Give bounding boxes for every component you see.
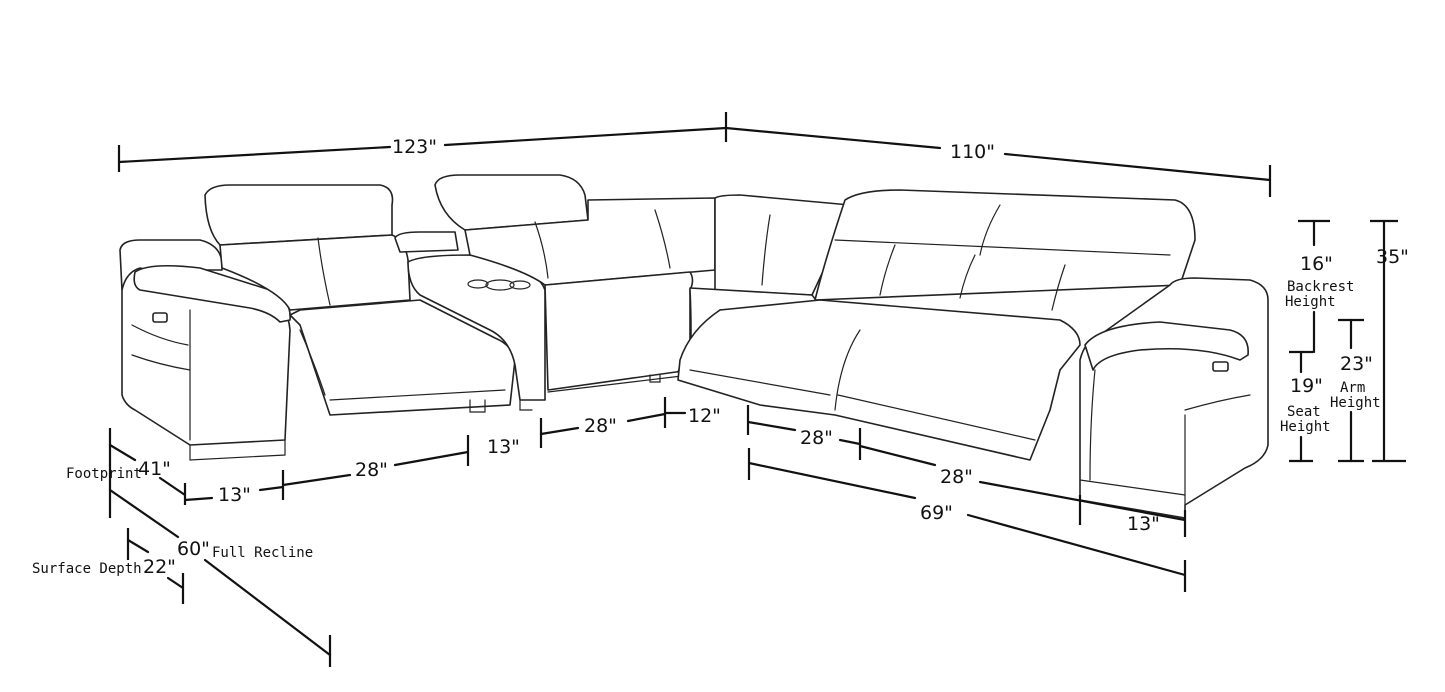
arm-height-value: 23"	[1340, 353, 1373, 375]
power-button-icon	[152, 312, 168, 323]
sectional-sofa-drawing	[119, 174, 1269, 519]
left-seat-width: 28"	[355, 459, 388, 481]
left-arm-width: 13"	[218, 484, 251, 506]
seat-label-2: Height	[1280, 419, 1331, 435]
height-dimensions: 16" Backrest Height 19" Seat Height 23" …	[1280, 219, 1409, 463]
total-height-value: 35"	[1376, 246, 1409, 268]
right-arm	[1079, 277, 1269, 519]
center-console	[394, 231, 546, 413]
backrest-label-2: Height	[1285, 294, 1336, 310]
footprint-label: Footprint	[66, 466, 142, 482]
power-button-icon	[1212, 361, 1229, 372]
right-seat-1-width: 28"	[800, 427, 833, 449]
left-recliner	[204, 184, 516, 416]
console-width: 13"	[487, 436, 520, 458]
backrest-height-value: 16"	[1300, 253, 1333, 275]
depth-dimensions: Footprint 41" 60" Full Recline Surface D…	[32, 428, 332, 667]
right-arm-width: 13"	[1127, 513, 1160, 535]
right-total-width: 69"	[920, 502, 953, 524]
left-width-label: 123"	[392, 136, 437, 158]
left-arm	[119, 239, 291, 461]
front-left-dimensions: 13" 28" 13" 28" 12"	[183, 397, 750, 506]
right-recliners	[677, 189, 1196, 461]
full-recline-label: Full Recline	[212, 545, 313, 561]
right-width-label: 110"	[950, 141, 995, 163]
corner-width: 12"	[688, 405, 721, 427]
front-right-dimensions: 28" 28" 13" 69"	[746, 420, 1187, 592]
arm-label-1: Arm	[1340, 380, 1365, 396]
surface-depth-value: 22"	[143, 556, 176, 578]
footprint-value: 41"	[138, 458, 171, 480]
seat-height-value: 19"	[1290, 375, 1323, 397]
arm-label-2: Height	[1330, 395, 1381, 411]
right-seat-2-width: 28"	[940, 466, 973, 488]
backrest-label-1: Backrest	[1287, 279, 1354, 295]
seat-label-1: Seat	[1287, 404, 1321, 420]
corner-seat-width: 28"	[584, 415, 617, 437]
full-recline-value: 60"	[177, 538, 210, 560]
surface-depth-label: Surface Depth	[32, 561, 142, 577]
overall-width-dimensions: 123" 110"	[117, 112, 1272, 197]
